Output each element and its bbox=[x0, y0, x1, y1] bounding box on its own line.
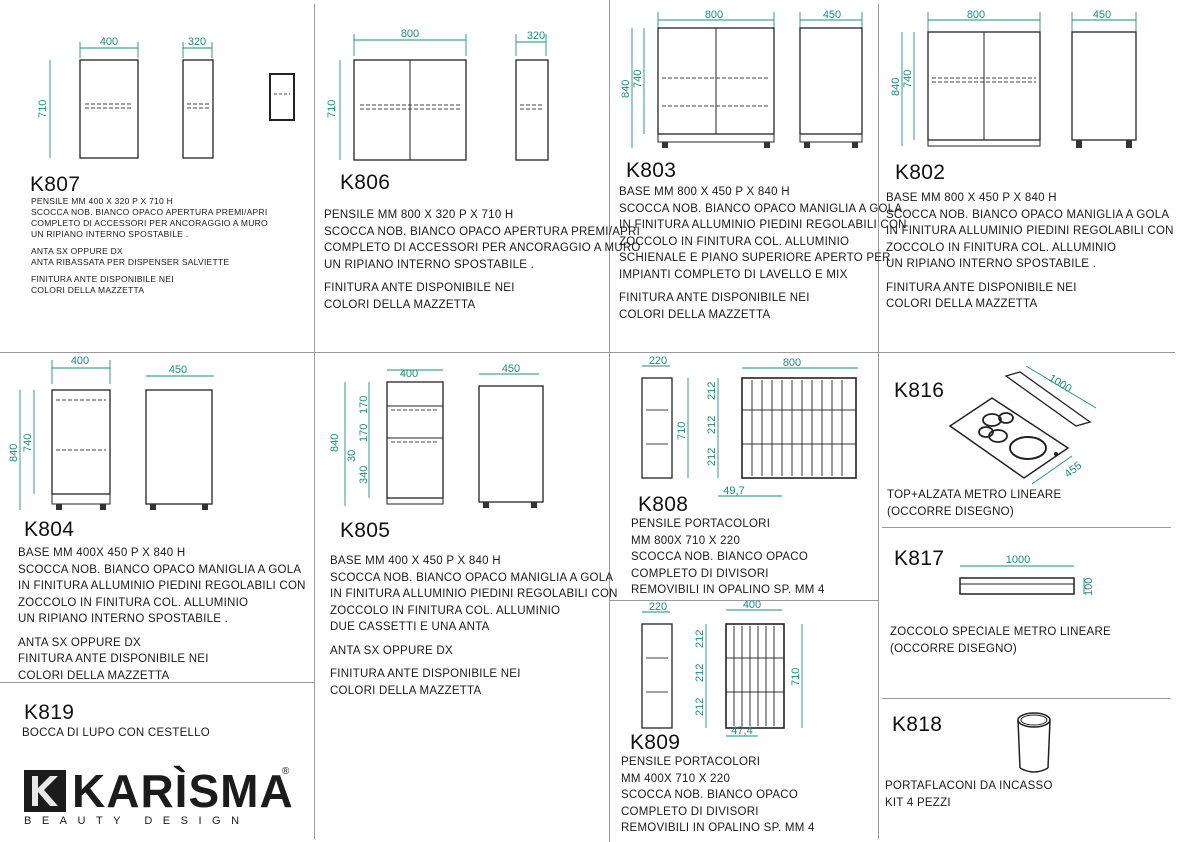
k805-dim-depth: 450 bbox=[502, 363, 520, 375]
k808-dim-shelf2: 212 bbox=[706, 416, 718, 434]
separator bbox=[609, 600, 878, 601]
k804-code: K804 bbox=[24, 518, 75, 541]
brand-name: KARÌSMA bbox=[72, 765, 294, 817]
separator bbox=[0, 352, 1175, 353]
k804-dim-height: 840 bbox=[8, 444, 20, 462]
k817-drawing: 1000 100 bbox=[959, 554, 1095, 596]
k809-code: K809 bbox=[630, 731, 681, 754]
k804-drawing: 400 840 740 450 bbox=[8, 355, 214, 510]
k816-description: TOP+ALZATA METRO LINEARE (OCCORRE DISEGN… bbox=[887, 489, 1062, 518]
k802-description: BASE MM 800 X 450 P X 840 H SCOCCA NOB. … bbox=[886, 192, 1174, 310]
k805-description: BASE MM 400 X 450 P X 840 H SCOCCA NOB. … bbox=[330, 555, 618, 697]
k805-dim-height: 840 bbox=[329, 434, 341, 452]
k808-dim-width: 800 bbox=[783, 357, 801, 369]
k807-dim-height: 710 bbox=[37, 100, 49, 118]
separator bbox=[882, 527, 1171, 528]
k803-description: BASE MM 800 X 450 P X 840 H SCOCCA NOB. … bbox=[619, 186, 907, 321]
k816-code: K816 bbox=[894, 379, 945, 402]
k803-dim-height: 840 bbox=[620, 80, 632, 98]
brand-logo: KARÌSMA ® BEAUTY DESIGN bbox=[24, 764, 304, 830]
k809-dim-shelf3: 212 bbox=[694, 698, 706, 716]
k819-code: K819 bbox=[24, 701, 75, 724]
k802-code: K802 bbox=[895, 161, 946, 184]
separator bbox=[878, 4, 879, 839]
brand-mark-icon bbox=[24, 770, 66, 812]
k817-dim-height: 100 bbox=[1083, 578, 1095, 596]
k804-dim-depth: 450 bbox=[169, 364, 187, 376]
k818-code: K818 bbox=[892, 713, 943, 736]
k803-dim-depth: 450 bbox=[823, 9, 841, 21]
k807-code: K807 bbox=[30, 173, 81, 196]
k808-drawing: 220 710 800 212 212 212 49,7 bbox=[641, 355, 858, 497]
k803-drawing: 800 840 740 450 bbox=[620, 9, 863, 148]
k809-dim-shelf2: 212 bbox=[694, 664, 706, 682]
separator bbox=[882, 698, 1171, 699]
k806-dim-height: 710 bbox=[326, 100, 338, 118]
k807-dim-depth: 320 bbox=[188, 36, 206, 48]
separator bbox=[0, 682, 314, 683]
k817-code: K817 bbox=[894, 547, 945, 570]
k818-description: PORTAFLACONI DA INCASSO KIT 4 PEZZI bbox=[885, 780, 1053, 809]
brand-registered-mark: ® bbox=[282, 766, 290, 777]
k816-dim-depth: 455 bbox=[1062, 460, 1084, 481]
separator bbox=[609, 0, 610, 842]
k809-dim-width: 400 bbox=[743, 599, 761, 611]
k804-description: BASE MM 400X 450 P X 840 H SCOCCA NOB. B… bbox=[18, 547, 306, 682]
k816-drawing: 1000 455 bbox=[948, 365, 1097, 485]
k806-dim-width: 800 bbox=[401, 28, 419, 40]
k809-dim-height: 710 bbox=[790, 668, 802, 686]
brand-tagline: BEAUTY DESIGN bbox=[24, 815, 250, 827]
separator bbox=[314, 4, 315, 839]
k808-dim-depth: 220 bbox=[649, 355, 667, 367]
k802-dim-width: 800 bbox=[967, 9, 985, 21]
k806-code: K806 bbox=[340, 171, 391, 194]
k804-dim-width: 400 bbox=[71, 355, 89, 367]
k805-dim-gap: 30 bbox=[346, 450, 358, 462]
k808-dim-height: 710 bbox=[676, 422, 688, 440]
k805-drawing: 400 840 170 170 340 30 450 bbox=[329, 363, 544, 508]
k803-dim-width: 800 bbox=[705, 9, 723, 21]
k803-code: K803 bbox=[626, 159, 677, 182]
k809-dim-shelf1: 212 bbox=[694, 630, 706, 648]
k802-dim-inner-height: 740 bbox=[902, 70, 914, 88]
k809-dim-slot: 47,4 bbox=[731, 725, 752, 737]
k807-description: PENSILE MM 400 X 320 P X 710 H SCOCCA NO… bbox=[31, 196, 268, 295]
k803-dim-inner-height: 740 bbox=[632, 70, 644, 88]
k807-dim-width: 400 bbox=[100, 36, 118, 48]
k808-description: PENSILE PORTACOLORI MM 800X 710 X 220 SC… bbox=[631, 518, 825, 596]
k805-code: K805 bbox=[340, 519, 391, 542]
k807-drawing: 400 710 320 bbox=[37, 36, 295, 159]
k802-drawing: 800 840 740 450 bbox=[890, 9, 1137, 148]
k818-drawing bbox=[1017, 712, 1051, 773]
k809-drawing: 220 400 212 212 212 710 47,4 bbox=[641, 599, 803, 737]
k808-dim-slot: 49,7 bbox=[723, 485, 744, 497]
k804-dim-inner-height: 740 bbox=[22, 434, 34, 452]
k805-dim-door: 340 bbox=[358, 466, 370, 484]
k817-description: ZOCCOLO SPECIALE METRO LINEARE (OCCORRE … bbox=[890, 626, 1111, 655]
k806-dim-depth: 320 bbox=[527, 30, 545, 42]
k805-dim-drawer2: 170 bbox=[358, 424, 370, 442]
k817-dim-length: 1000 bbox=[1006, 554, 1030, 566]
k802-dim-height: 840 bbox=[890, 78, 902, 96]
k809-description: PENSILE PORTACOLORI MM 400X 710 X 220 SC… bbox=[621, 756, 815, 834]
k808-code: K808 bbox=[638, 493, 689, 516]
k805-dim-width: 400 bbox=[400, 368, 418, 380]
k806-description: PENSILE MM 800 X 320 P X 710 H SCOCCA NO… bbox=[324, 209, 641, 311]
k819-description: BOCCA DI LUPO CON CESTELLO bbox=[22, 727, 210, 739]
k802-dim-depth: 450 bbox=[1093, 9, 1111, 21]
k809-dim-depth: 220 bbox=[649, 601, 667, 613]
k808-dim-shelf1: 212 bbox=[706, 382, 718, 400]
k805-dim-drawer1: 170 bbox=[358, 396, 370, 414]
k806-drawing: 800 710 320 bbox=[326, 28, 549, 161]
k808-dim-shelf3: 212 bbox=[706, 448, 718, 466]
